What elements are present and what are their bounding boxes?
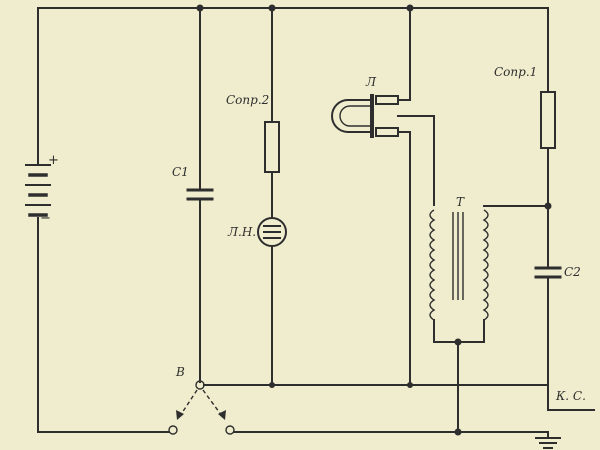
neon-lamp <box>257 217 287 247</box>
transformer-primary-out <box>433 319 459 343</box>
ground-symbol <box>535 431 561 449</box>
junction-rail-lamp <box>407 382 413 388</box>
junction-top-sopr2 <box>268 4 276 12</box>
neon-lamp-label: Л.Н. <box>227 225 256 239</box>
junction-secondary-c2 <box>544 202 552 210</box>
sopr2-label: Сопр.2 <box>226 93 269 107</box>
junction-top-c1 <box>196 4 204 12</box>
battery-plus-label: + <box>48 153 59 168</box>
switch-arrow-right <box>218 410 226 420</box>
switch-blade-right <box>202 389 223 417</box>
lamp-wire-top <box>397 7 411 101</box>
transformer-label: Т <box>456 195 465 209</box>
sopr1-resistor <box>540 91 556 149</box>
transformer <box>429 209 489 321</box>
junction-bottom-ground <box>454 428 462 436</box>
switch-label: В <box>175 365 185 379</box>
switch-blade-left <box>179 389 198 417</box>
transformer-wire-in <box>397 115 435 206</box>
junction-rail-sopr2 <box>269 382 275 388</box>
switch-contact-left <box>168 425 178 435</box>
junction-top-lamp <box>406 4 414 12</box>
junction-transformer-bottom <box>454 338 462 346</box>
sopr1-label: Сопр.1 <box>494 65 537 79</box>
c1-label: C1 <box>172 165 189 179</box>
battery <box>25 164 51 217</box>
c2-wire-bottom <box>547 278 595 411</box>
lamp-tube <box>331 94 399 138</box>
lamp-label: Л <box>365 75 377 89</box>
switch-contact-right <box>225 425 235 435</box>
sopr2-resistor <box>264 121 280 173</box>
switch-arrow-left <box>176 410 184 420</box>
lamp-wire-bottom <box>397 131 411 386</box>
ks-label: К. С. <box>555 389 586 403</box>
left-wire-bottom <box>37 217 173 433</box>
battery-minus-label: − <box>40 211 51 226</box>
c2-label: C2 <box>564 265 581 279</box>
transformer-secondary-out <box>457 319 485 343</box>
